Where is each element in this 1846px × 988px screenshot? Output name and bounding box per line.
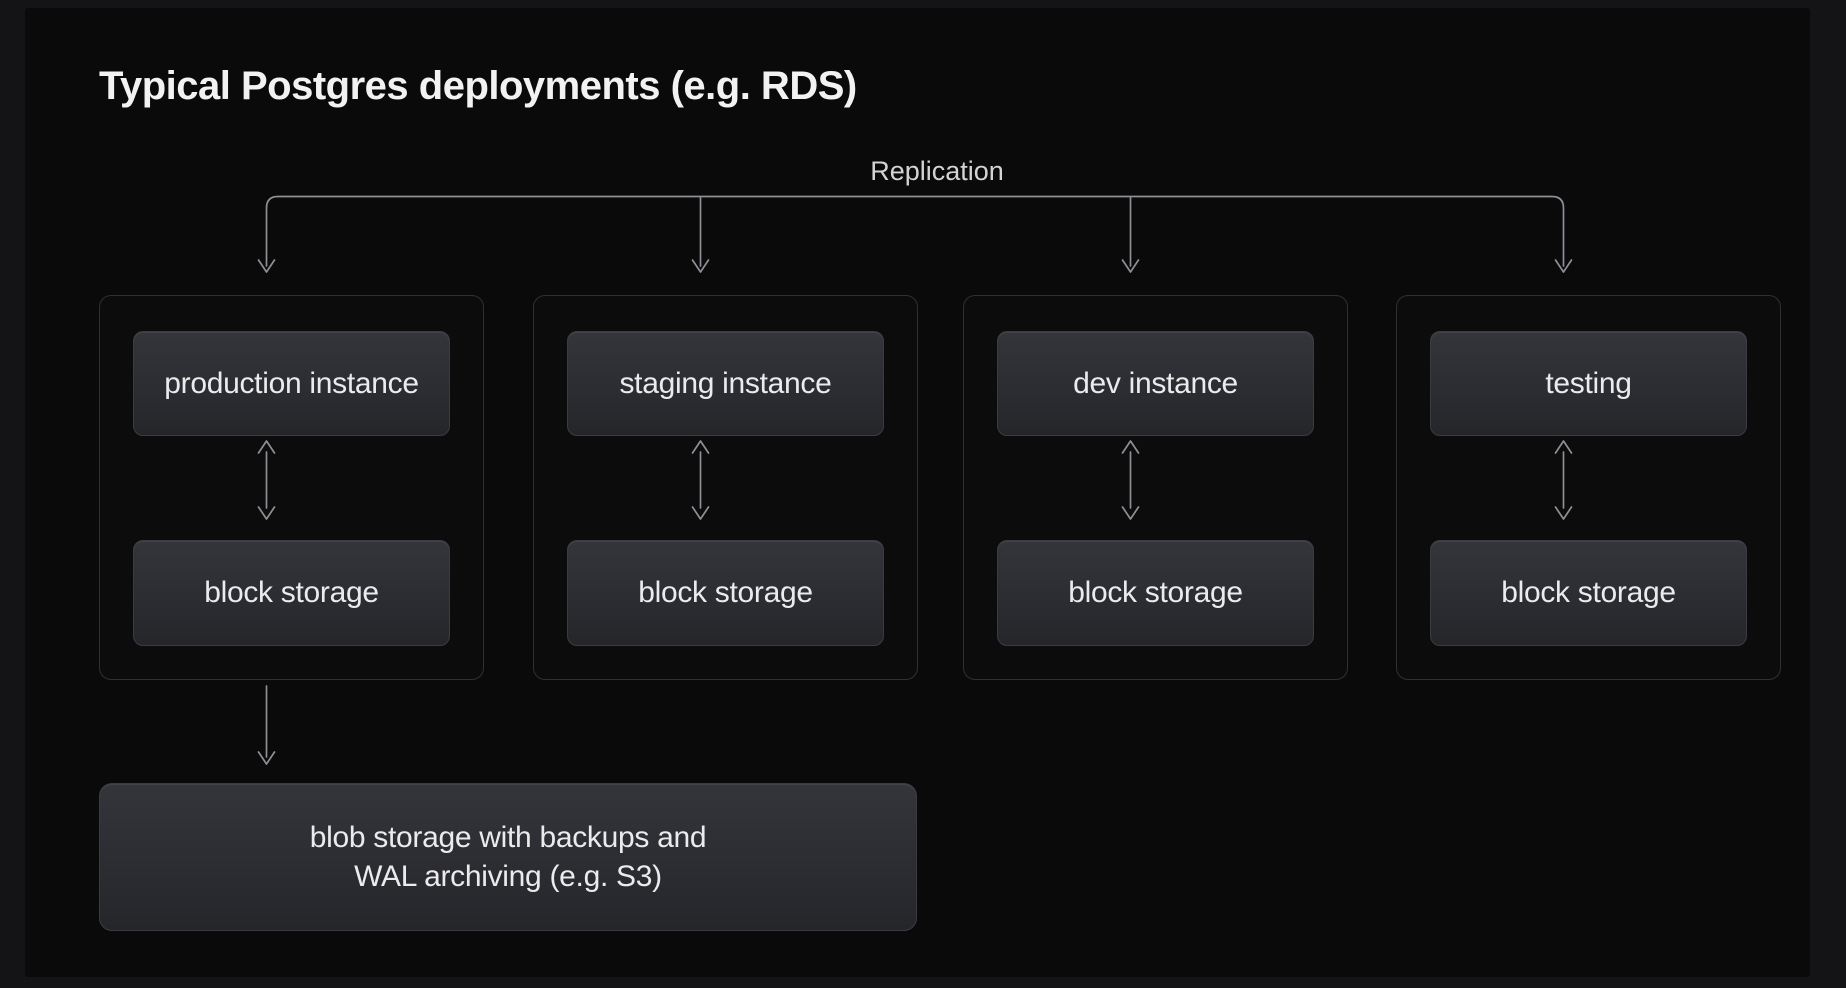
deployment-container-staging: staging instance block storage (533, 295, 918, 680)
testing-instance-box: testing (1430, 331, 1747, 436)
deployment-container-testing: testing block storage (1396, 295, 1781, 680)
deployment-container-dev: dev instance block storage (963, 295, 1348, 680)
production-block-storage-box: block storage (133, 540, 450, 646)
production-instance-box: production instance (133, 331, 450, 436)
diagram-panel: Typical Postgres deployments (e.g. RDS) … (25, 8, 1810, 977)
testing-block-storage-box: block storage (1430, 540, 1747, 646)
blob-storage-line1: blob storage with backups and (309, 821, 707, 854)
diagram-title: Typical Postgres deployments (e.g. RDS) (99, 64, 857, 108)
blob-storage-line2: WAL archiving (e.g. S3) (354, 860, 662, 893)
dev-block-storage-box: block storage (997, 540, 1314, 646)
staging-instance-box: staging instance (567, 331, 884, 436)
replication-label: Replication (870, 156, 1004, 186)
blob-storage-box: blob storage with backups and WAL archiv… (99, 783, 917, 931)
deployment-container-production: production instance block storage (99, 295, 484, 680)
staging-block-storage-box: block storage (567, 540, 884, 646)
dev-instance-box: dev instance (997, 331, 1314, 436)
